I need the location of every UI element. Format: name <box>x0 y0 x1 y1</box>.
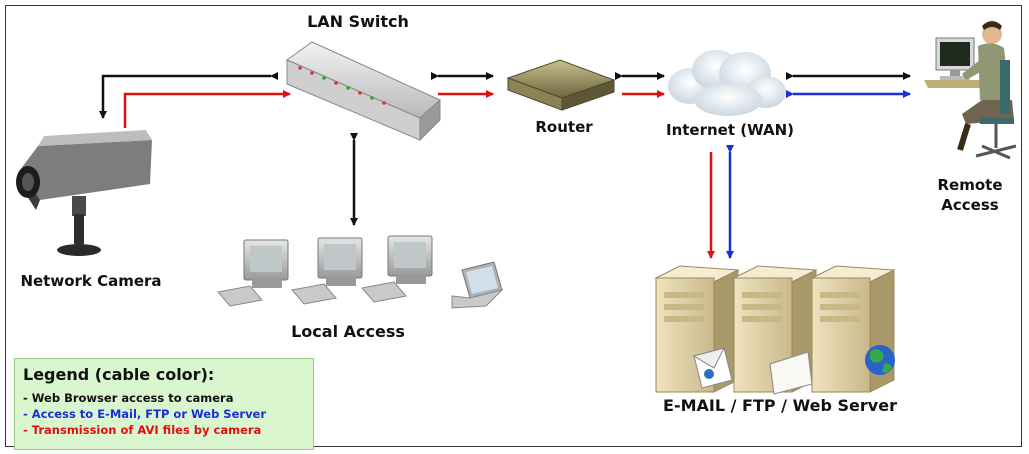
servers-label: E-MAIL / FTP / Web Server <box>663 396 897 415</box>
network-camera-icon <box>16 130 152 256</box>
local-access-label: Local Access <box>291 322 405 341</box>
internet-label: Internet (WAN) <box>666 121 794 139</box>
router-icon <box>506 59 616 111</box>
legend-item-red: - Transmission of AVI files by camera <box>23 423 262 437</box>
cable-camera-switch-red <box>123 90 291 128</box>
cable-camera-switch-black <box>99 72 278 119</box>
router-label: Router <box>535 118 593 136</box>
lan-switch-icon <box>285 41 441 142</box>
desktop-computer-icon <box>291 237 363 305</box>
lan-switch-label: LAN Switch <box>307 12 409 31</box>
globe-icon <box>865 345 895 375</box>
remote-access-label-line1: Remote <box>937 176 1003 194</box>
legend-item-blue: - Access to E-Mail, FTP or Web Server <box>23 407 267 421</box>
envelope-icon <box>692 347 733 389</box>
network-camera-label: Network Camera <box>20 272 162 290</box>
remote-access-label-line2: Access <box>941 196 999 214</box>
desktop-computer-icon <box>361 235 433 303</box>
internet-cloud-icon <box>668 50 786 116</box>
server-icon <box>654 265 740 393</box>
legend-title: Legend (cable color): <box>23 365 215 384</box>
document-icon <box>769 351 813 395</box>
legend-item-black: - Web Browser access to camera <box>23 391 234 405</box>
legend-box: Legend (cable color): - Web Browser acce… <box>14 358 314 450</box>
remote-user-icon <box>924 21 1017 160</box>
diagram-frame <box>5 5 1022 447</box>
desktop-computer-icon <box>217 239 289 307</box>
laptop-icon <box>451 261 504 309</box>
